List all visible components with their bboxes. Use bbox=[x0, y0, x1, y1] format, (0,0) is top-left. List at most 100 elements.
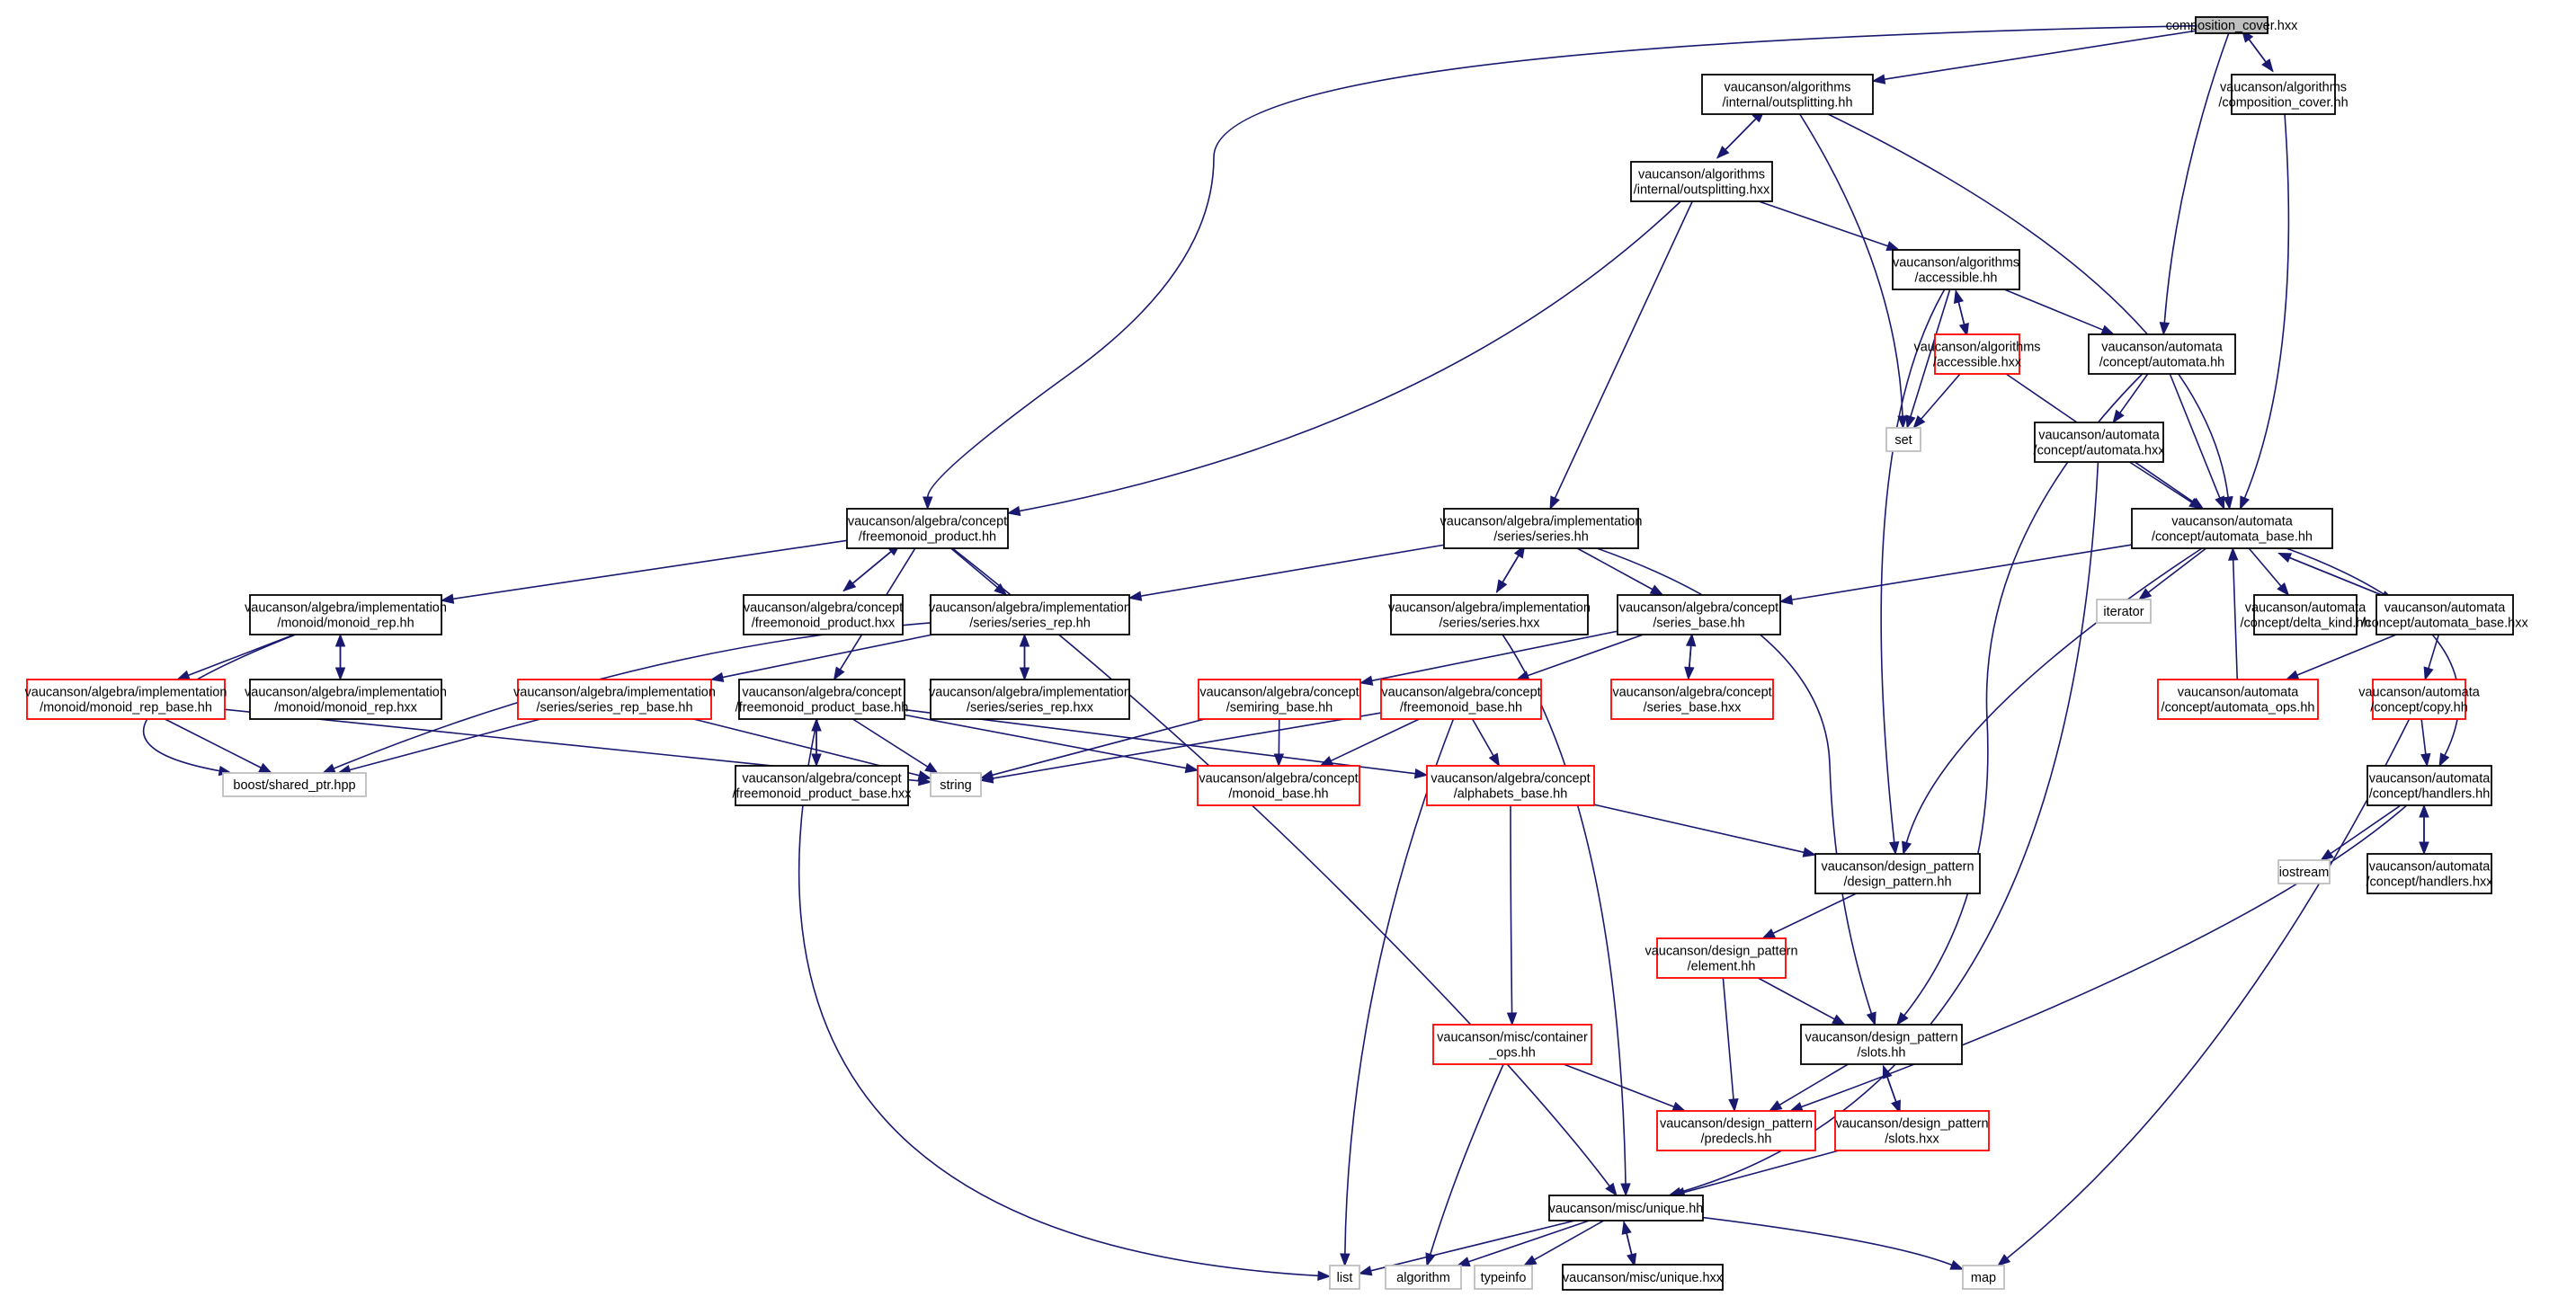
node-label-line: /concept/automata.hh bbox=[2099, 355, 2224, 369]
edge-fpb_hxx-to-fpb_hh bbox=[811, 717, 822, 766]
arrowhead-icon bbox=[1902, 840, 1912, 856]
arrowhead-icon bbox=[1488, 752, 1501, 768]
edge-uniq_hh-to-typeinfo bbox=[1522, 1220, 1605, 1266]
edge-line bbox=[722, 634, 933, 679]
node-mr-hh[interactable]: vaucanson/algebra/implementation/monoid/… bbox=[245, 594, 447, 635]
node-label-line: vaucanson/automata bbox=[2038, 428, 2161, 442]
edge-uniq_hxx-to-uniq_hh bbox=[1621, 1221, 1636, 1266]
node-copy-hh[interactable]: vaucanson/automata/concept/copy.hh bbox=[2358, 679, 2481, 720]
edge-line bbox=[2243, 113, 2290, 499]
edge-sb_hxx-to-sb_hh bbox=[1685, 633, 1697, 680]
edge-line bbox=[165, 718, 262, 768]
node-pred-hh[interactable]: vaucanson/design_pattern/predecls.hh bbox=[1656, 1110, 1816, 1151]
node-label-line: /monoid_base.hh bbox=[1228, 786, 1328, 801]
node-ab-hh[interactable]: vaucanson/algebra/concept/alphabets_base… bbox=[1426, 765, 1595, 806]
edge-ab_hh-to-co_hh bbox=[1506, 804, 1518, 1026]
node-sr-hxx[interactable]: vaucanson/algebra/implementation/series/… bbox=[929, 679, 1131, 720]
node-box bbox=[1474, 1265, 1533, 1290]
node-srb-hh[interactable]: vaucanson/algebra/implementation/series/… bbox=[513, 679, 716, 720]
node-root[interactable]: composition_cover.hxx bbox=[2166, 16, 2298, 34]
node-ser-hh[interactable]: vaucanson/algebra/implementation/series/… bbox=[1440, 508, 1643, 549]
node-semb-hh[interactable]: vaucanson/algebra/concept/semiring_base.… bbox=[1198, 679, 1361, 720]
edge-uniq_hh-to-map bbox=[1702, 1216, 1965, 1270]
node-label-line: vaucanson/algebra/concept bbox=[1381, 685, 1540, 699]
edge-line bbox=[2428, 634, 2440, 669]
node-dk-hh[interactable]: vaucanson/automata/concept/delta_kind.hh bbox=[2240, 594, 2371, 635]
edge-line bbox=[1563, 1063, 1675, 1108]
edge-el_hh-to-slots_hh bbox=[1757, 977, 1846, 1026]
node-cc-hh[interactable]: vaucanson/algorithms/composition_cover.h… bbox=[2218, 74, 2349, 115]
edge-line bbox=[452, 539, 848, 600]
node-fpb-hh[interactable]: vaucanson/algebra/concept/freemonoid_pro… bbox=[735, 679, 909, 720]
node-box bbox=[2375, 594, 2514, 635]
node-label-line: vaucanson/misc/unique.hh bbox=[1549, 1202, 1704, 1216]
node-label-line: vaucanson/algorithms bbox=[1724, 80, 1850, 94]
node-acc-hxx[interactable]: vaucanson/algorithms/accessible.hxx bbox=[1913, 333, 2041, 375]
edge-autb_hh-to-iterator bbox=[2137, 547, 2207, 600]
edge-line bbox=[1702, 1216, 1953, 1266]
node-sb-hxx[interactable]: vaucanson/algebra/concept/series_base.hx… bbox=[1610, 679, 1774, 720]
node-aut-hh[interactable]: vaucanson/automata/concept/automata.hh bbox=[2088, 333, 2236, 375]
edge-ser_hh-to-sr_hh bbox=[1128, 544, 1445, 601]
node-mr-hxx[interactable]: vaucanson/algebra/implementation/monoid/… bbox=[245, 679, 447, 720]
arrowhead-icon bbox=[175, 670, 191, 680]
node-label-line: vaucanson/algebra/concept bbox=[744, 600, 903, 615]
node-el-hh[interactable]: vaucanson/design_pattern/element.hh bbox=[1645, 937, 1798, 979]
node-label-line: /concept/handlers.hh bbox=[2369, 786, 2491, 801]
node-fp-hh[interactable]: vaucanson/algebra/concept/freemonoid_pro… bbox=[846, 508, 1009, 549]
node-slots-hh[interactable]: vaucanson/design_pattern/slots.hh bbox=[1800, 1024, 1963, 1065]
arrowhead-icon bbox=[1649, 584, 1664, 596]
edge-copy_hh-to-hdl_hh bbox=[2420, 718, 2431, 768]
node-box bbox=[1390, 594, 1589, 635]
node-label-line: composition_cover.hxx bbox=[2166, 19, 2298, 33]
node-label-line: vaucanson/design_pattern bbox=[1660, 1116, 1813, 1131]
node-autb-hxx[interactable]: vaucanson/automata/concept/automata_base… bbox=[2361, 594, 2528, 635]
arrowhead-icon bbox=[1832, 1014, 1846, 1026]
node-label-line: vaucanson/algebra/concept bbox=[742, 771, 901, 786]
node-uniq-hxx[interactable]: vaucanson/misc/unique.hxx bbox=[1562, 1264, 1724, 1291]
arrowhead-icon bbox=[1882, 1064, 1893, 1079]
node-mrb-hh[interactable]: vaucanson/algebra/implementation/monoid/… bbox=[25, 679, 227, 720]
node-label-line: vaucanson/algebra/concept bbox=[1612, 685, 1771, 699]
edge-line bbox=[904, 714, 1187, 769]
node-label-line: /series/series.hh bbox=[1493, 529, 1589, 544]
node-box bbox=[1610, 679, 1774, 720]
edge-line bbox=[1903, 373, 2144, 1017]
node-box bbox=[2131, 508, 2333, 549]
edge-uniq_hh-to-algorithm bbox=[1456, 1220, 1590, 1267]
node-co-hh[interactable]: vaucanson/misc/container_ops.hh bbox=[1432, 1024, 1592, 1065]
node-uniq-hh[interactable]: vaucanson/misc/unique.hh bbox=[1548, 1195, 1704, 1221]
node-os-hxx[interactable]: vaucanson/algorithms/internal/outsplitti… bbox=[1630, 161, 1773, 202]
node-aut-hxx[interactable]: vaucanson/automata/concept/automata.hxx bbox=[2034, 422, 2166, 463]
node-hdl-hh[interactable]: vaucanson/automata/concept/handlers.hh bbox=[2367, 765, 2492, 806]
node-label-line: /series/series_rep_base.hh bbox=[536, 700, 692, 715]
node-sr-hh[interactable]: vaucanson/algebra/implementation/series/… bbox=[929, 594, 1131, 635]
node-sb-hh[interactable]: vaucanson/algebra/concept/series_base.hh bbox=[1617, 594, 1781, 635]
node-aops-hh[interactable]: vaucanson/automata/concept/automata_ops.… bbox=[2157, 679, 2319, 720]
node-fp-hxx[interactable]: vaucanson/algebra/concept/freemonoid_pro… bbox=[743, 594, 904, 635]
node-hdl-hxx[interactable]: vaucanson/automata/concept/handlers.hxx bbox=[2366, 853, 2493, 894]
edge-fpb_hh-to-list bbox=[798, 718, 1332, 1282]
node-label-line: /concept/automata_base.hh bbox=[2152, 529, 2313, 544]
node-box bbox=[249, 594, 442, 635]
node-box bbox=[1656, 937, 1787, 979]
arrowhead-icon bbox=[1273, 753, 1285, 768]
node-label-line: vaucanson/automata bbox=[2245, 600, 2367, 615]
node-mb-hh[interactable]: vaucanson/algebra/concept/monoid_base.hh bbox=[1197, 765, 1360, 806]
node-fmb-hh[interactable]: vaucanson/algebra/concept/freemonoid_bas… bbox=[1380, 679, 1542, 720]
arrowhead-icon bbox=[1359, 675, 1374, 686]
edge-line bbox=[1430, 1063, 1504, 1255]
arrowhead-icon bbox=[1605, 1182, 1618, 1197]
edge-sb_hh-to-fmb_hh bbox=[1515, 634, 1644, 680]
arrowhead-icon bbox=[2159, 322, 2170, 336]
node-slots-hxx[interactable]: vaucanson/design_pattern/slots.hxx bbox=[1834, 1110, 1990, 1151]
node-dp-hh[interactable]: vaucanson/design_pattern/design_pattern.… bbox=[1814, 853, 1981, 894]
node-os-hh[interactable]: vaucanson/algorithms/internal/outsplitti… bbox=[1701, 74, 1874, 115]
arrowhead-icon bbox=[2419, 804, 2429, 818]
node-ser-hxx[interactable]: vaucanson/algebra/implementation/series/… bbox=[1388, 594, 1591, 635]
arrowhead-icon bbox=[1997, 1254, 2011, 1266]
arrowhead-icon bbox=[917, 770, 932, 781]
node-autb-hh[interactable]: vaucanson/automata/concept/automata_base… bbox=[2131, 508, 2333, 549]
node-acc-hh[interactable]: vaucanson/algorithms/accessible.hh bbox=[1892, 249, 2020, 290]
node-fpb-hxx[interactable]: vaucanson/algebra/concept/freemonoid_pro… bbox=[732, 765, 912, 806]
